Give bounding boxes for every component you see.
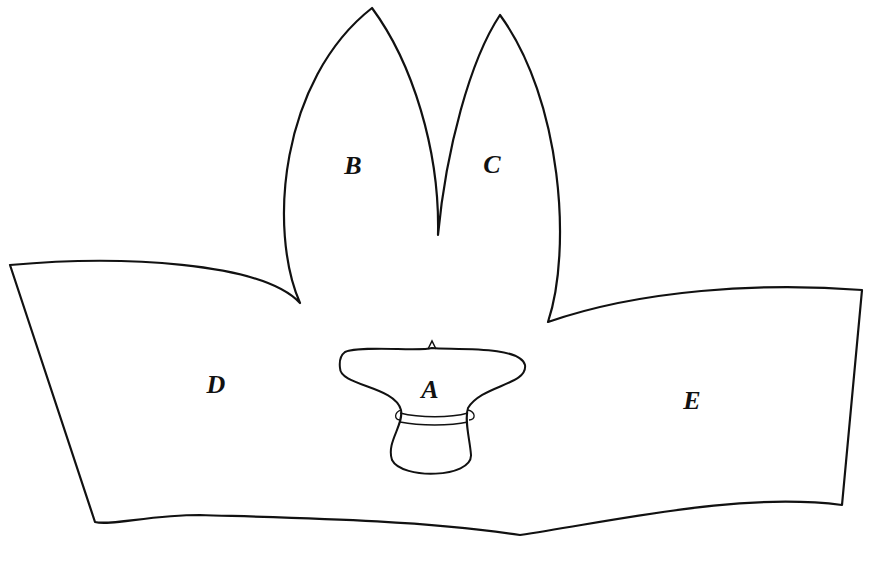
part-letter: E: [683, 388, 700, 414]
part-letter: B: [344, 153, 361, 179]
part-letter: C: [483, 152, 500, 178]
part-letter: A: [421, 377, 438, 403]
petal-outline: [10, 8, 862, 535]
lip-tick: [428, 341, 436, 349]
part-letter: D: [207, 372, 226, 398]
neck-line: [400, 413, 468, 425]
lip-outline: [340, 348, 525, 474]
neck-curl: [396, 410, 475, 420]
